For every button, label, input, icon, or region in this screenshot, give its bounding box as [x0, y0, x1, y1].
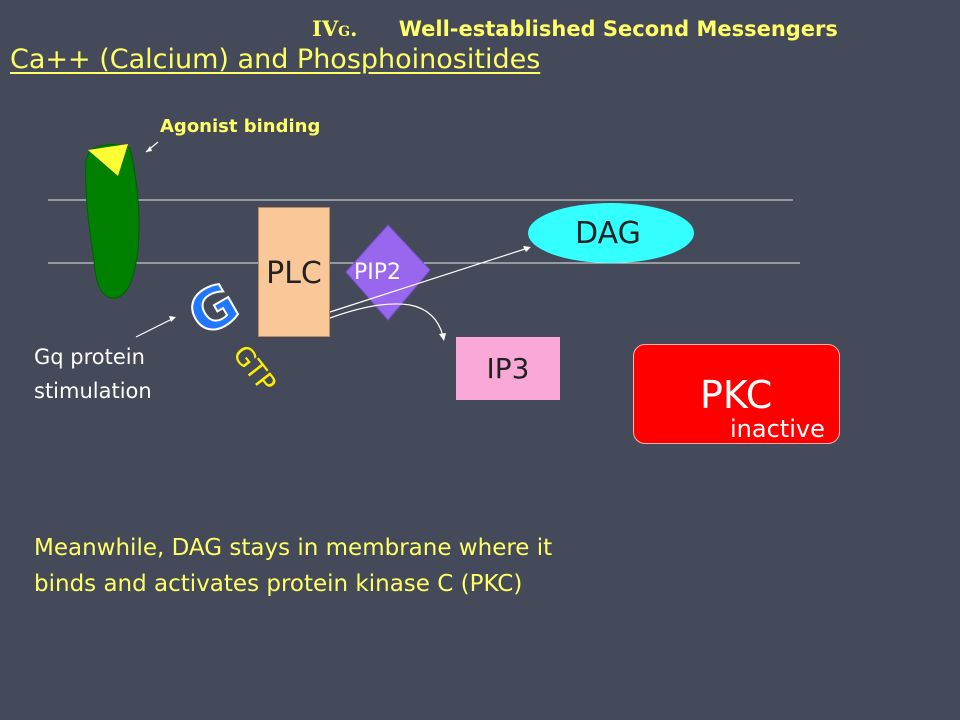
receptor-shape: [85, 144, 140, 299]
pip2-to-dag-arrow: [329, 247, 529, 313]
gq-label-line2: stimulation: [34, 379, 152, 403]
plc-box: PLC: [258, 207, 330, 337]
gq-label-line1: Gq protein: [34, 345, 145, 369]
pkc-label: PKC: [700, 373, 773, 417]
agonist-binding-label: Agonist binding: [160, 116, 321, 137]
gq-pointer-head: [169, 316, 176, 322]
explanation-text: Meanwhile, DAG stays in membrane where i…: [34, 530, 714, 602]
dag-ellipse: [528, 203, 694, 263]
pip2-to-dag-arrowhead: [523, 246, 531, 252]
pkc-status-label: inactive: [730, 415, 825, 443]
slide-subtitle: Ca++ (Calcium) and Phosphoinositides: [10, 44, 541, 75]
agonist-shape: [88, 144, 128, 176]
gq-pointer: [135, 317, 175, 338]
pip2-diamond: [345, 224, 431, 321]
dag-label: DAG: [575, 216, 641, 251]
slide-header: IVG. Well-established Second Messengers: [312, 16, 838, 41]
explanation-line1: Meanwhile, DAG stays in membrane where i…: [34, 535, 553, 561]
explanation-line2: binds and activates protein kinase C (PK…: [34, 571, 523, 597]
gq-protein-label: Gq protein stimulation: [34, 340, 152, 408]
g-protein-icon: G: [178, 270, 250, 349]
ip3-label: IP3: [486, 352, 530, 385]
pip2-to-ip3-arrowhead: [439, 333, 446, 341]
section-sub-label: G: [338, 24, 351, 40]
section-label: IV: [312, 16, 339, 41]
section-dot: .: [350, 16, 358, 41]
pip2-to-ip3-arrow: [329, 303, 444, 337]
pip2-label: PIP2: [354, 260, 402, 285]
pkc-box: PKC inactive: [633, 344, 840, 444]
section-number: IVG.: [312, 16, 357, 41]
plc-label: PLC: [266, 256, 322, 291]
agonist-pointer-head: [146, 146, 152, 152]
header-title: Well-established Second Messengers: [398, 17, 838, 41]
ip3-box: IP3: [456, 337, 560, 400]
